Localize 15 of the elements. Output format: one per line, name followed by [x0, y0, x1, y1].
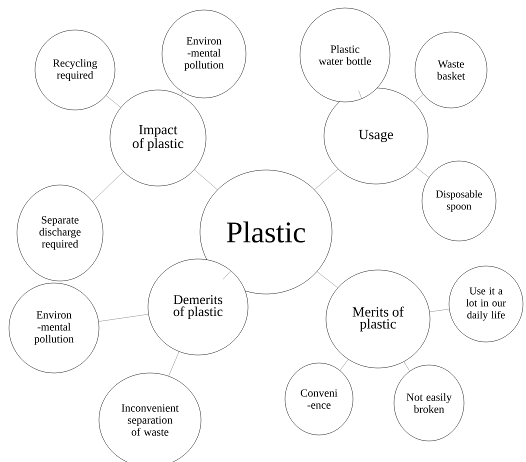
connector-line: [429, 308, 450, 312]
connector-line: [340, 359, 348, 371]
connector-line: [194, 169, 218, 190]
connector-line: [92, 171, 124, 202]
connector-line: [168, 351, 180, 376]
connector-line: [358, 90, 362, 100]
connector-line: [416, 166, 430, 178]
connector-line: [180, 92, 184, 96]
connector-line: [314, 168, 338, 190]
connector-line: [98, 314, 149, 322]
connector-line: [404, 362, 410, 372]
connector-line: [222, 270, 232, 280]
connector-line: [106, 95, 121, 108]
connector-line: [316, 271, 338, 288]
connector-line: [414, 94, 424, 103]
